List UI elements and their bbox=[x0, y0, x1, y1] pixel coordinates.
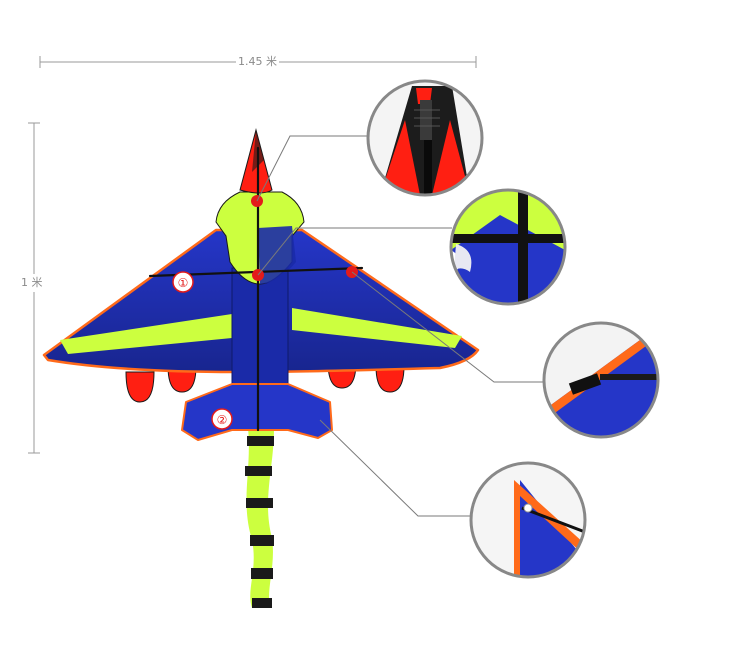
marker-2: ② bbox=[211, 408, 233, 430]
wing-stripes bbox=[60, 308, 462, 354]
nose-spar-closeup bbox=[366, 79, 484, 197]
cross-spar-joint-closeup bbox=[449, 188, 567, 306]
height-dimension-label: 1 米 bbox=[21, 274, 43, 292]
wing-tip-rod-closeup bbox=[469, 461, 587, 579]
leader-lines bbox=[256, 135, 545, 517]
kite-tail bbox=[245, 428, 274, 608]
marker-1: ① bbox=[172, 271, 194, 293]
marker-2-label: ② bbox=[217, 413, 228, 427]
wing-spar-connector-closeup bbox=[542, 321, 660, 439]
kite-fuselage bbox=[231, 267, 289, 393]
width-dimension-label: 1.45 米 bbox=[236, 55, 279, 69]
marker-1-label: ① bbox=[178, 276, 189, 290]
